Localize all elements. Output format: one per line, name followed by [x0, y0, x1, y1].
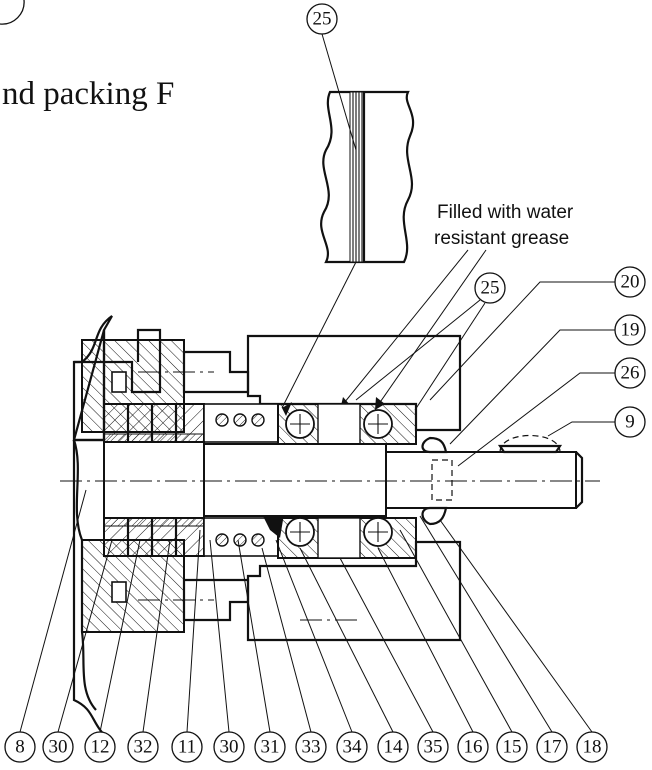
callout-16: 16 [457, 731, 489, 763]
svg-text:11: 11 [178, 737, 196, 758]
callout-26: 26 [614, 357, 646, 389]
callout-30b: 30 [213, 731, 245, 763]
callout-19: 19 [614, 314, 646, 346]
callout-11: 11 [171, 731, 203, 763]
svg-text:31: 31 [261, 737, 280, 758]
callout-25-detail: 25 [306, 3, 338, 35]
grease-note-line1: Filled with water [437, 202, 574, 223]
pump-shaft [103, 441, 584, 519]
spring-upper [203, 403, 279, 443]
grease-note-line2: resistant grease [434, 228, 569, 249]
bearings-upper [277, 403, 417, 445]
callout-33: 33 [295, 731, 327, 763]
callout-35: 35 [417, 731, 449, 763]
packing-detail-inset [320, 90, 415, 264]
lip-seal [421, 435, 563, 526]
svg-text:9: 9 [625, 412, 635, 433]
bottom-leaders [19, 489, 593, 733]
callout-9: 9 [614, 406, 646, 438]
svg-text:30: 30 [220, 737, 239, 758]
svg-text:8: 8 [15, 737, 25, 758]
callout-32: 32 [127, 731, 159, 763]
svg-text:32: 32 [134, 737, 153, 758]
callout-20: 20 [614, 266, 646, 298]
bottom-callouts: 8 30 12 32 11 30 31 33 34 14 35 16 15 17… [4, 731, 608, 763]
svg-text:34: 34 [343, 737, 363, 758]
svg-text:12: 12 [91, 737, 110, 758]
svg-text:20: 20 [621, 272, 640, 293]
callout-34: 34 [336, 731, 368, 763]
svg-text:16: 16 [464, 737, 483, 758]
packing-rings-lower [103, 517, 205, 557]
svg-text:33: 33 [302, 737, 321, 758]
svg-text:14: 14 [384, 737, 404, 758]
callout-30: 30 [42, 731, 74, 763]
svg-text:30: 30 [49, 737, 68, 758]
svg-text:25: 25 [313, 9, 332, 30]
callout-31: 31 [254, 731, 286, 763]
partial-callout-circle-top-left [0, 0, 25, 25]
svg-text:15: 15 [503, 737, 522, 758]
packing-rings-upper [103, 403, 205, 443]
callout-25-upper: 25 [474, 272, 506, 304]
svg-text:25: 25 [481, 278, 500, 299]
callout-8: 8 [4, 731, 36, 763]
callout-17: 17 [536, 731, 568, 763]
callout-12: 12 [84, 731, 116, 763]
svg-text:19: 19 [621, 320, 640, 341]
svg-text:17: 17 [543, 737, 562, 758]
callout-15: 15 [496, 731, 528, 763]
callout-14: 14 [377, 731, 409, 763]
svg-text:26: 26 [621, 363, 640, 384]
svg-text:18: 18 [583, 737, 602, 758]
callout-18: 18 [576, 731, 608, 763]
section-title-fragment: nd packing F [2, 76, 174, 112]
svg-text:35: 35 [424, 737, 443, 758]
bearings-lower [262, 514, 417, 559]
